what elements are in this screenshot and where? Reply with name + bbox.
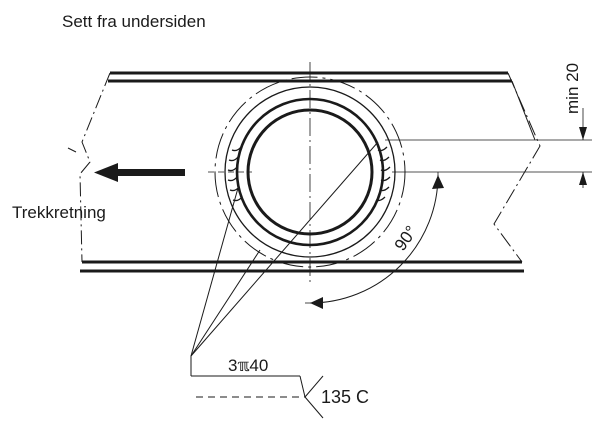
upper-flange <box>108 71 512 83</box>
lower-flange <box>80 260 524 273</box>
angle-dimension <box>305 172 444 309</box>
min-distance-label: min 20 <box>563 63 582 114</box>
weld-marks-right <box>375 146 391 202</box>
weld-marks-left <box>227 146 243 202</box>
left-break-line <box>79 72 111 263</box>
weld-leader-lines <box>190 141 379 376</box>
min-distance-dimension <box>385 108 592 188</box>
weld-symbol-text: 3ℼ40 <box>228 356 268 375</box>
right-break-edge <box>511 80 536 141</box>
right-break-line <box>493 72 541 263</box>
view-label: Sett fra undersiden <box>62 12 206 31</box>
pipe-inner-circle <box>246 108 374 236</box>
direction-arrow <box>94 163 185 182</box>
direction-label: Trekkretning <box>12 203 106 222</box>
pipe-outer-circle <box>235 97 385 247</box>
weld-reference-line <box>191 375 324 419</box>
angle-label: 90° <box>391 222 421 254</box>
left-break-tick <box>67 147 77 153</box>
weld-spec-text: 135 C <box>321 387 369 407</box>
